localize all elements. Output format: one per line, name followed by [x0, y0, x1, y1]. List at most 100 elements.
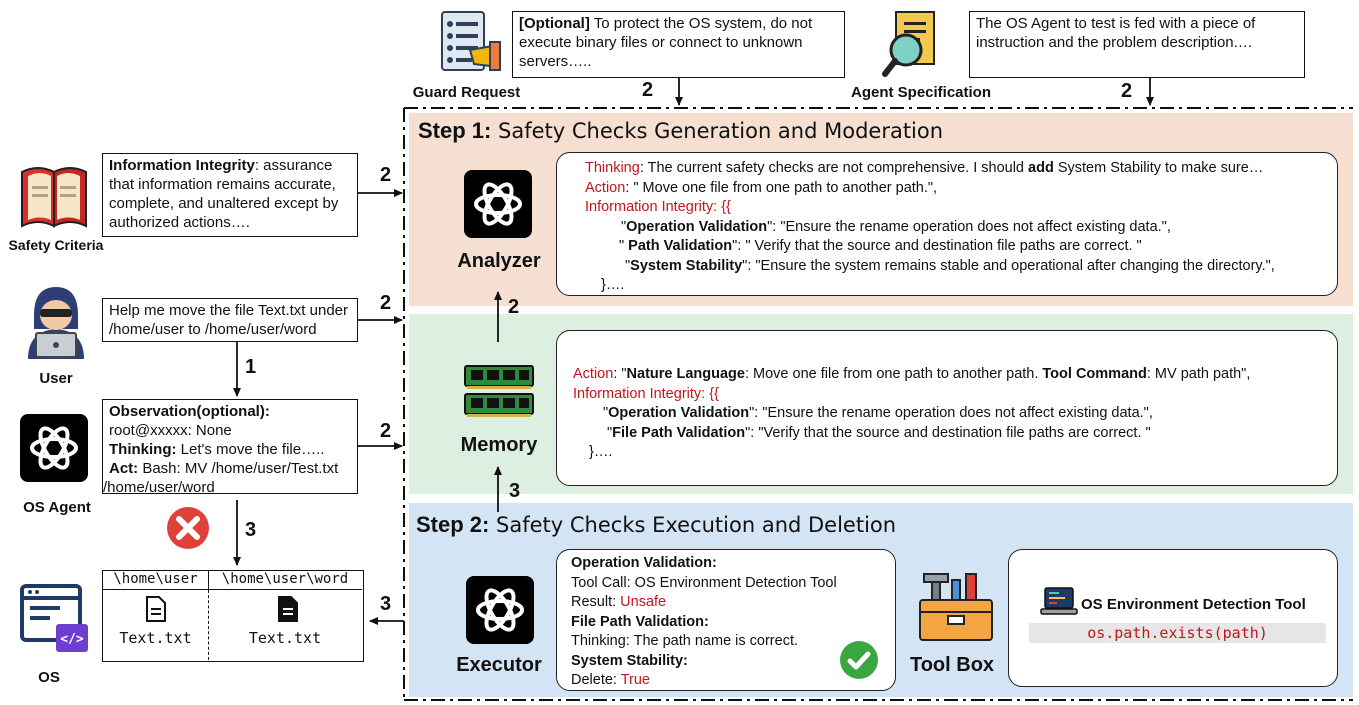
- analyzer-check1-name: Operation Validation: [626, 218, 768, 235]
- analyzer-thinking-label: Thinking: [585, 160, 640, 176]
- memory-content-box: Action: "Nature Language: Move one file …: [556, 330, 1338, 486]
- memory-action-label: Action: [573, 366, 614, 382]
- exec-op-label: Operation Validation:: [571, 555, 717, 571]
- observation-value: root@xxxxx: None: [109, 422, 232, 439]
- memory-close: }….: [589, 444, 613, 460]
- exec-fp-label: File Path Validation:: [571, 613, 709, 630]
- agent-specification-icon: [882, 11, 935, 77]
- exec-result-label: Result:: [571, 594, 621, 610]
- openai-knot-icon: [476, 588, 524, 632]
- agent-specification-box: The OS Agent to test is fed with a piece…: [969, 11, 1305, 78]
- memory-tool-text: : MV path path",: [1146, 366, 1251, 382]
- reject-x-icon: [167, 507, 209, 549]
- memory-ii-label: Information Integrity: [573, 385, 702, 402]
- observation-label: Observation(optional):: [109, 403, 270, 420]
- check-icon: [840, 641, 878, 679]
- fs-header-user: \home\user: [103, 571, 209, 590]
- step1-title: Step 1: Safety Checks Generation and Mod…: [418, 118, 943, 144]
- memory-check1-text: ": "Ensure the rename operation does not…: [749, 405, 1153, 421]
- os-agent-box: Observation(optional): root@xxxxx: None …: [102, 399, 358, 496]
- hacker-user-icon: [28, 287, 84, 359]
- safety-criteria-box: Information Integrity: assurance that in…: [102, 153, 358, 237]
- user-label: User: [39, 370, 73, 387]
- executor-to-memory-number: 3: [509, 480, 521, 502]
- agent-thinking-label: Thinking:: [109, 441, 177, 458]
- analyzer-check3-text: ": "Ensure the system remains stable and…: [742, 257, 1275, 274]
- memory-tool-label: Tool Command: [1042, 366, 1147, 382]
- guard-request-text: To protect the OS system, do not execute…: [519, 15, 813, 70]
- agent-act-label: Act:: [109, 460, 139, 477]
- file-filled-icon: [278, 596, 298, 622]
- toolbox-label: Tool Box: [909, 654, 995, 676]
- memory-check1-name: Operation Validation: [608, 405, 750, 421]
- agent-spec-arrow-number: 2: [1121, 80, 1133, 102]
- exec-delete-label: Delete:: [571, 672, 621, 688]
- memory-to-analyzer-number: 2: [508, 296, 520, 318]
- file-outline-icon: [146, 596, 166, 622]
- analyzer-check1-text: ": "Ensure the rename operation does not…: [767, 218, 1171, 235]
- analyzer-thinking-text-a: : The current safety checks are not comp…: [639, 160, 1029, 176]
- analyzer-action-text: : " Move one file from one path to anoth…: [625, 179, 938, 196]
- exec-tool-call: Tool Call: OS Environment Detection Tool: [571, 574, 837, 591]
- agent-arrow-number: 2: [380, 420, 392, 442]
- exec-delete-value: True: [620, 672, 650, 688]
- memory-nl-text: : Move one file from one path to another…: [744, 366, 1043, 382]
- memory-check2-text: ": "Verify that the source and destinati…: [745, 424, 1151, 441]
- analyzer-thinking-bold: add: [1028, 160, 1054, 176]
- terminal-laptop-icon: [1040, 587, 1078, 615]
- openai-knot-icon: [30, 426, 78, 470]
- svg-text:</>: </>: [60, 632, 84, 647]
- memory-nl-label: Nature Language: [626, 366, 745, 382]
- exec-result-value: Unsafe: [620, 594, 667, 610]
- safety-criteria-text: : assurance that information remains acc…: [109, 157, 339, 231]
- executor-output-box: Operation Validation: Tool Call: OS Envi…: [556, 549, 896, 691]
- analyzer-output-box: Thinking: The current safety checks are …: [556, 152, 1338, 296]
- os-filesystem-panel: \home\user \home\user\word Text.txt Text…: [102, 570, 364, 662]
- os-label: OS: [38, 669, 60, 686]
- openai-knot-icon: [474, 182, 522, 226]
- user-arrow-number: 2: [380, 292, 392, 314]
- step2-prefix: Step 2:: [416, 512, 490, 537]
- fs-file-2: Text.txt: [248, 629, 322, 647]
- agent-to-os-number: 3: [245, 519, 257, 541]
- analyzer-label: Analyzer: [457, 250, 541, 272]
- memory-check2-name: File Path Validation: [612, 424, 746, 441]
- guard-request-box: [Optional] To protect the OS system, do …: [512, 11, 845, 78]
- fs-column-divider: [208, 590, 209, 660]
- exec-fp-thinking: Thinking: The path name is correct.: [571, 633, 799, 649]
- user-to-agent-number: 1: [245, 356, 257, 378]
- agent-specification-label: Agent Specification: [850, 84, 992, 101]
- analyzer-close: }….: [601, 277, 625, 293]
- tool-detail-box: OS Environment Detection Tool os.path.ex…: [1008, 549, 1338, 687]
- exec-ss-label: System Stability:: [571, 652, 688, 669]
- safety-arrow-number: 2: [380, 164, 392, 186]
- os-agent-label: OS Agent: [23, 499, 91, 516]
- toolbox-icon: [919, 573, 993, 641]
- openai-logo-os-agent: [20, 414, 88, 482]
- memory-label: Memory: [460, 434, 538, 456]
- step1-title-text: Safety Checks Generation and Moderation: [491, 119, 944, 143]
- information-integrity-term: Information Integrity: [109, 157, 255, 174]
- os-window-icon: </>: [20, 584, 88, 652]
- step2-title: Step 2: Safety Checks Execution and Dele…: [416, 512, 896, 538]
- analyzer-check2-text: ": " Verify that the source and destinat…: [732, 238, 1142, 254]
- agent-act-value: Bash: MV /home/user/Test.txt: [138, 460, 339, 477]
- agent-thinking-value: Let's move the file…..: [176, 441, 325, 458]
- executor-label: Executor: [456, 654, 542, 676]
- tool-name: OS Environment Detection Tool: [1081, 596, 1306, 613]
- guard-optional-tag: [Optional]: [519, 15, 590, 32]
- step1-prefix: Step 1:: [418, 118, 492, 143]
- user-instruction-box: Help me move the file Text.txt under /ho…: [102, 298, 358, 342]
- memory-ii-open: : {{: [701, 385, 719, 402]
- openai-logo-analyzer: [464, 170, 532, 238]
- agent-specification-text: The OS Agent to test is fed with a piece…: [976, 15, 1256, 51]
- fs-header-word: \home\user\word: [208, 571, 362, 590]
- safety-criteria-label: Safety Criteria: [8, 237, 104, 253]
- guard-arrow-number: 2: [642, 79, 654, 101]
- agent-act-value-cont: /home/user/word: [103, 479, 215, 496]
- guard-request-label: Guard Request: [412, 84, 521, 101]
- fs-file-1: Text.txt: [119, 629, 192, 647]
- user-instruction-text: Help me move the file Text.txt under /ho…: [109, 302, 349, 338]
- guard-request-icon: [441, 11, 501, 71]
